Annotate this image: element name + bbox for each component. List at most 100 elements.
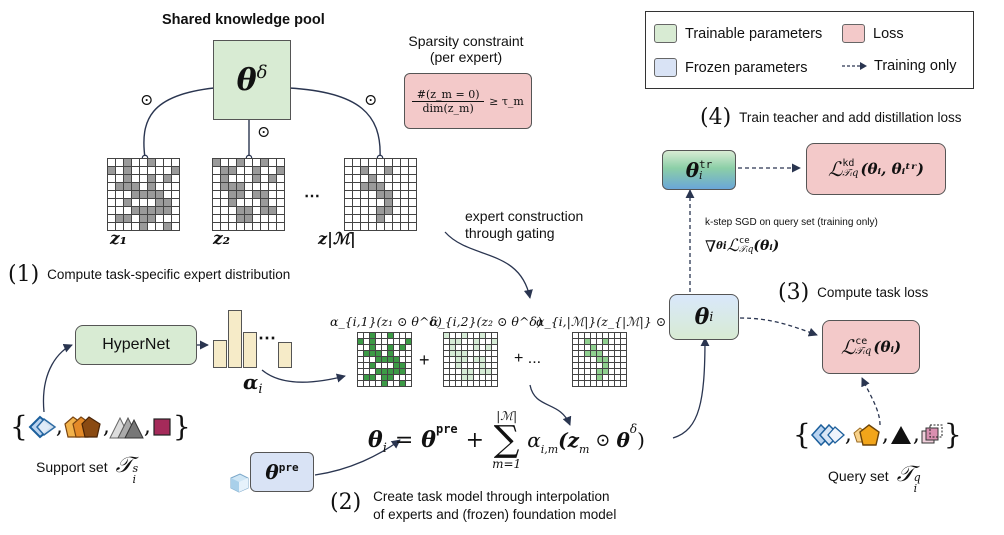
weighted-expert-grid-1 <box>357 332 412 387</box>
sparsity-title-line1: Sparsity constraint <box>408 33 524 49</box>
query-to-loss-arrow <box>861 377 881 426</box>
sgd-text: k-step SGD on query set (training only) <box>705 217 878 228</box>
legend-training-only-label: Training only <box>874 58 957 74</box>
mask-label-2: z₂ <box>213 229 231 249</box>
eq-sum-symbol: ∑ <box>493 419 520 460</box>
weighted-expert-grid-m <box>572 332 627 387</box>
alpha-bar-2 <box>228 310 242 368</box>
sgd-gradient: ∇ θi ℒ ce 𝒯ᵢq (θᵢ) <box>705 236 779 256</box>
mask-ellipsis: ⋯ <box>304 186 320 205</box>
eq-lhs-sub: i <box>382 441 387 456</box>
eq-sum-upper: |ℳ| <box>496 409 518 423</box>
grad-loss-symbol: ℒ <box>726 236 739 256</box>
comma-1: , <box>55 414 63 439</box>
support-to-hypernet-arrow <box>42 343 73 413</box>
support-triangle-icon <box>109 416 144 438</box>
eq-body: (z <box>558 428 579 452</box>
kd-loss-sup: kd <box>842 158 855 169</box>
legend-loss-label: Loss <box>873 25 904 42</box>
expert3-cell <box>620 380 627 387</box>
eq-plus: + <box>465 427 485 453</box>
sparsity-formula-box: #(z_m = 0) dim(z_m) ≥ τ_m <box>404 73 532 129</box>
alpha-ellipsis: ⋯ <box>258 328 276 349</box>
alpha-symbol: α <box>243 370 259 394</box>
theta-tr-sup: tr <box>699 158 713 171</box>
step3-text: Compute task loss <box>817 285 929 300</box>
mask-grid-1 <box>107 158 180 231</box>
theta-i-sub: i <box>709 309 714 325</box>
grad-loss-sub: 𝒯ᵢq <box>738 245 754 255</box>
support-set-symbol: 𝒯 <box>115 453 133 478</box>
query-set-label: Query set 𝒯 q i <box>828 462 921 494</box>
alpha-bar-chart: ⋯ <box>210 310 292 368</box>
support-set-sub: i <box>132 473 136 486</box>
eq-alpha-sub: i,m <box>540 443 559 456</box>
query-square-icon <box>921 424 943 443</box>
support-square-icon <box>153 417 171 436</box>
eq-lhs: θ <box>368 427 383 453</box>
legend-frozen: Frozen parameters <box>654 58 808 77</box>
legend-training-only: Training only <box>842 58 956 74</box>
step2-text-line2: of experts and (frozen) foundation model <box>373 507 617 522</box>
sparsity-rhs: ≥ τ_m <box>489 94 524 108</box>
loss-swatch <box>842 24 865 43</box>
eq-body-sub: m <box>578 443 590 456</box>
sparsity-title-line2: (per expert) <box>429 49 503 65</box>
odot-symbol-1: ⊙ <box>140 90 154 109</box>
alpha-bar-1 <box>213 340 227 368</box>
eq-pre-sup: pre <box>435 422 458 436</box>
query-triangle-icon <box>890 425 911 444</box>
experts-to-equation-arrow <box>529 384 572 426</box>
pool-to-mask3-arrow <box>288 87 384 162</box>
grad-sub: θi <box>716 240 727 252</box>
support-diamond-icon <box>28 415 57 438</box>
grad-loss-sup: ce <box>738 236 750 246</box>
plus-ellipsis: + ... <box>514 350 542 367</box>
sparsity-title: Sparsity constraint (per expert) <box>403 33 529 65</box>
trainable-swatch <box>654 24 677 43</box>
step2-number: (2) <box>330 490 362 515</box>
step3-label: (3) Compute task loss <box>778 280 928 305</box>
step4-label: (4) Train teacher and add distillation l… <box>700 105 962 130</box>
theta-tr-box: θ tr i <box>662 150 736 190</box>
kd-loss-symbol: ℒ <box>827 157 843 181</box>
ce-loss-sub: 𝒯ᵢq <box>855 346 872 357</box>
mask2-cell <box>276 222 285 231</box>
thetapre-to-equation-arrow <box>314 439 401 476</box>
pool-title: Shared knowledge pool <box>162 12 325 28</box>
mask-label-1: z₁ <box>110 229 128 249</box>
hypernet-label: HyperNet <box>102 336 170 353</box>
ce-loss-arg: (θᵢ) <box>873 338 902 356</box>
query-comma-1: , <box>844 422 852 447</box>
sparsity-numerator: #(z_m = 0) <box>416 87 480 101</box>
frozen-cube-icon <box>230 473 249 493</box>
odot-symbol-2: ⊙ <box>257 122 271 141</box>
odot-symbol-3: ⊙ <box>364 90 378 109</box>
step1-number: (1) <box>8 262 40 287</box>
legend-box: Trainable parameters Loss Frozen paramet… <box>645 11 974 89</box>
query-brace-open: { <box>793 418 811 451</box>
support-pentagon-icon <box>64 415 101 438</box>
alpha-label: αi <box>243 370 263 397</box>
eq-theta-pre: θ <box>421 427 436 453</box>
query-diamond-icon <box>810 423 845 446</box>
theta-i-symbol: θ <box>694 304 710 330</box>
gating-arrow <box>444 231 533 299</box>
pool-theta-delta: δ <box>256 61 268 83</box>
query-brace-close: } <box>943 418 962 451</box>
gating-label: expert construction through gating <box>465 208 583 242</box>
comma-3: , <box>143 414 151 439</box>
thetai-to-loss-arrow <box>739 317 818 337</box>
query-set-sup: q <box>913 471 921 484</box>
pool-theta: θ <box>236 62 257 98</box>
plus-sign-1: + <box>419 350 430 370</box>
step3-number: (3) <box>778 280 810 305</box>
step4-number: (4) <box>700 105 732 130</box>
step2-text: Create task model through interpolation … <box>373 488 616 524</box>
support-set-label: Support set 𝒯 s i <box>36 453 138 485</box>
expert-label-2: α_{i,2}(z₂ ⊙ θ^δ) <box>430 314 542 329</box>
expert-label-m: α_{i,|ℳ|}(z_{|ℳ|} ⊙ θ^δ) <box>536 314 701 329</box>
